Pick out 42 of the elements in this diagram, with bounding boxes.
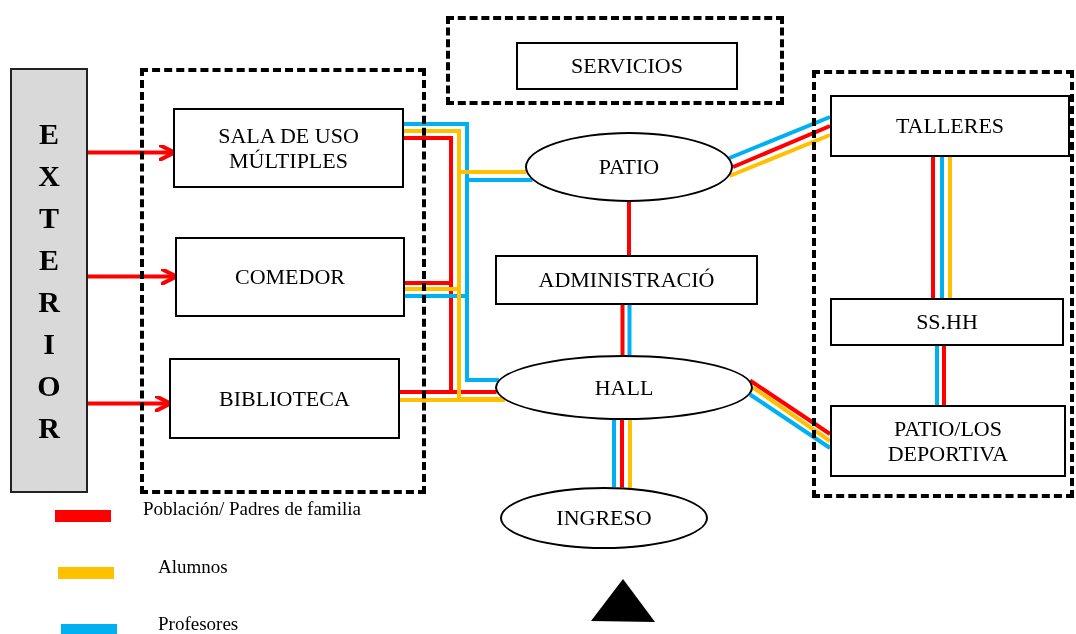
flow-line: [732, 124, 831, 169]
legend-label: Profesores: [158, 613, 239, 634]
legend-label: Población/ Padres de familia: [143, 498, 361, 520]
area-label: TALLERES: [895, 113, 1005, 139]
flow-line: [940, 157, 944, 298]
area-box: [173, 108, 404, 188]
dashed-group-frame: [446, 16, 784, 105]
flow-line: [612, 419, 616, 488]
area-box: [830, 298, 1064, 346]
vertical-label: EXTERIOR: [36, 115, 62, 446]
area-box: [830, 95, 1070, 157]
area-label: SERVICIOS: [571, 53, 683, 79]
flow-line: [628, 420, 632, 488]
area-label: HALL: [594, 374, 654, 401]
flow-line: [935, 346, 939, 405]
area-label: SS.HH: [916, 309, 978, 335]
flow-line: [942, 346, 946, 405]
flow-line: [620, 420, 624, 488]
flow-line: [400, 398, 505, 402]
flow-line: [627, 202, 631, 255]
side-bar: [10, 68, 88, 493]
area-box: [169, 358, 400, 439]
legend-label: Alumnos: [158, 556, 228, 578]
area-box: [516, 42, 738, 90]
area-label: COMEDOR: [235, 264, 345, 290]
dashed-group-frame: [812, 70, 1074, 498]
flow-line: [931, 157, 935, 298]
flow-line: [627, 305, 632, 355]
dashed-group-frame: [140, 68, 426, 494]
area-label: INGRESO: [556, 505, 652, 531]
area-box: [830, 405, 1066, 477]
area-box: [495, 255, 758, 305]
flow-line: [465, 178, 533, 382]
area-label: BIBLIOTECA: [219, 385, 350, 412]
area-label: ADMINISTRACIÓ: [538, 267, 715, 293]
flow-line: [751, 385, 832, 443]
area-label: SALA DE USO MÚLTIPLES: [217, 122, 360, 174]
flow-line: [948, 157, 952, 298]
area-label: PATIO/LOS DEPORTIVA: [886, 415, 1010, 467]
flow-line: [620, 305, 625, 355]
area-box: [175, 237, 405, 317]
area-label: PATIO: [598, 154, 660, 180]
